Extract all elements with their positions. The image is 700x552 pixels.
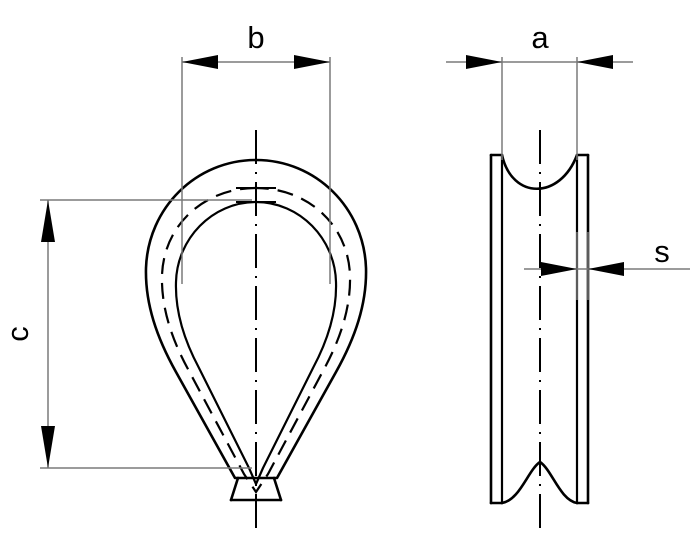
front-view <box>144 130 368 530</box>
dimension-b-arrow-left <box>182 55 218 69</box>
dimension-a: a <box>446 20 633 160</box>
side-view <box>489 130 590 530</box>
dimension-s-label: s <box>654 234 670 269</box>
dimension-b-label: b <box>247 20 264 55</box>
dimension-s-arrow-left <box>541 262 577 276</box>
front-view-foot-left-edge <box>229 476 240 502</box>
front-view-outer-contour <box>144 158 368 480</box>
dimension-c: c <box>0 199 252 469</box>
dimension-b-arrow-right <box>294 55 330 69</box>
front-view-foot-right-edge <box>272 476 283 502</box>
side-view-top-groove-curve <box>500 153 579 191</box>
dimension-c-label: c <box>0 326 35 342</box>
dimension-c-arrow-top <box>41 200 55 242</box>
dimension-s-arrow-right <box>588 262 624 276</box>
front-view-hidden-groove-line <box>160 186 352 494</box>
dimension-a-arrow-left <box>466 55 502 69</box>
dimension-a-arrow-right <box>577 55 613 69</box>
dimension-b: b <box>181 20 331 284</box>
dimension-a-label: a <box>531 20 549 55</box>
dimension-c-arrow-bottom <box>41 426 55 468</box>
dimension-s: s <box>524 232 690 300</box>
